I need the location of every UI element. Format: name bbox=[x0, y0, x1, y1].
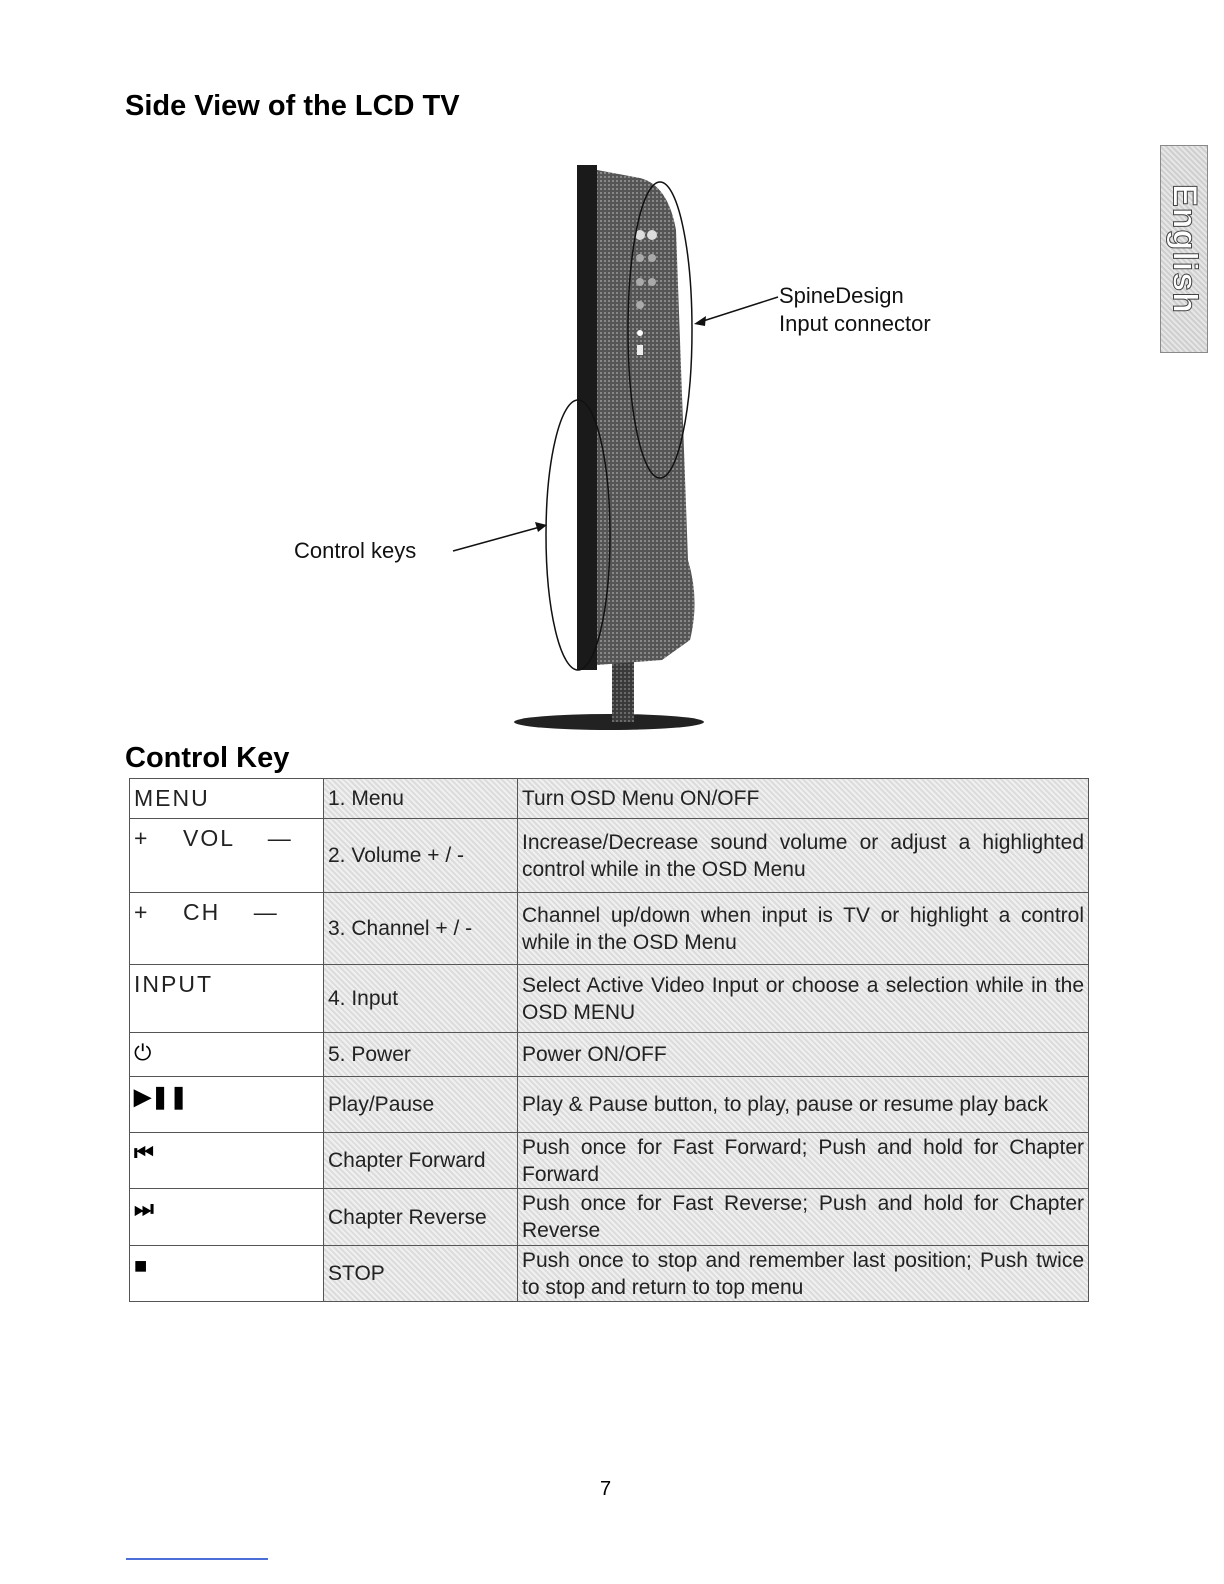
key-cell: + CH — bbox=[129, 892, 324, 965]
section-title-control-key: Control Key bbox=[125, 742, 290, 774]
function-description-cell: Push once for Fast Forward; Push and hol… bbox=[517, 1132, 1089, 1189]
language-tab: English bbox=[1160, 145, 1208, 353]
key-cell: + VOL — bbox=[129, 818, 324, 893]
table-row: MENU 1. Menu Turn OSD Menu ON/OFF bbox=[129, 778, 1089, 819]
table-row: ⏻ 5. Power Power ON/OFF bbox=[129, 1032, 1089, 1077]
spine-design-label: SpineDesign bbox=[779, 283, 904, 308]
control-key-table: MENU 1. Menu Turn OSD Menu ON/OFF + VOL … bbox=[129, 778, 1089, 1302]
function-description-cell: Push once for Fast Reverse; Push and hol… bbox=[517, 1188, 1089, 1246]
key-cell: ⏻ bbox=[129, 1032, 324, 1077]
function-name-cell: Chapter Forward bbox=[323, 1132, 518, 1189]
function-name-cell: Play/Pause bbox=[323, 1076, 518, 1133]
stop-icon: ■ bbox=[134, 1253, 148, 1278]
key-label: MENU bbox=[134, 785, 210, 811]
chapter-forward-icon: ⏮ bbox=[134, 1140, 154, 1165]
control-keys-label: Control keys bbox=[294, 538, 417, 563]
function-name-cell: 4. Input bbox=[323, 964, 518, 1033]
table-row: + VOL — 2. Volume + / - Increase/Decreas… bbox=[129, 818, 1089, 893]
table-row: INPUT 4. Input Select Active Video Input… bbox=[129, 964, 1089, 1033]
control-keys-ellipse bbox=[545, 399, 611, 671]
function-description-cell: Channel up/down when input is TV or high… bbox=[517, 892, 1089, 965]
key-cell: MENU bbox=[129, 778, 324, 819]
function-description-cell: Increase/Decrease sound volume or adjust… bbox=[517, 818, 1089, 893]
function-description-cell: Push once to stop and remember last posi… bbox=[517, 1245, 1089, 1302]
function-description-cell: Power ON/OFF bbox=[517, 1032, 1089, 1077]
function-description-cell: Play & Pause button, to play, pause or r… bbox=[517, 1076, 1089, 1133]
function-name-cell: 5. Power bbox=[323, 1032, 518, 1077]
input-connector-label: Input connector bbox=[779, 311, 931, 336]
key-cell: ■ bbox=[129, 1245, 324, 1302]
play-pause-icon: ▶❚❚ bbox=[134, 1084, 188, 1109]
key-cell: ⏮ bbox=[129, 1132, 324, 1189]
table-row: ⏭ Chapter Reverse Push once for Fast Rev… bbox=[129, 1188, 1089, 1246]
input-connector-ellipse bbox=[627, 181, 693, 479]
footer-divider bbox=[126, 1558, 268, 1560]
key-label: + VOL — bbox=[134, 825, 293, 851]
function-name-cell: 3. Channel + / - bbox=[323, 892, 518, 965]
table-row: ⏮ Chapter Forward Push once for Fast For… bbox=[129, 1132, 1089, 1189]
function-description-cell: Turn OSD Menu ON/OFF bbox=[517, 778, 1089, 819]
tv-stand-base bbox=[514, 714, 704, 730]
function-description-cell: Select Active Video Input or choose a se… bbox=[517, 964, 1089, 1033]
table-row: ▶❚❚ Play/Pause Play & Pause button, to p… bbox=[129, 1076, 1089, 1133]
tv-side-view-illustration bbox=[452, 165, 779, 730]
key-label: INPUT bbox=[134, 971, 213, 997]
tv-front-panel bbox=[577, 165, 597, 670]
key-label: + CH — bbox=[134, 899, 279, 925]
tv-back-body bbox=[597, 170, 695, 665]
function-name-cell: 1. Menu bbox=[323, 778, 518, 819]
key-cell: ▶❚❚ bbox=[129, 1076, 324, 1133]
table-row: ■ STOP Push once to stop and remember la… bbox=[129, 1245, 1089, 1302]
key-cell: ⏭ bbox=[129, 1188, 324, 1246]
chapter-reverse-icon: ⏭ bbox=[134, 1196, 154, 1221]
table-row: + CH — 3. Channel + / - Channel up/down … bbox=[129, 892, 1089, 965]
power-icon: ⏻ bbox=[134, 1040, 152, 1065]
function-name-cell: STOP bbox=[323, 1245, 518, 1302]
page-title: Side View of the LCD TV bbox=[125, 90, 460, 122]
function-name-cell: 2. Volume + / - bbox=[323, 818, 518, 893]
function-name-cell: Chapter Reverse bbox=[323, 1188, 518, 1246]
key-cell: INPUT bbox=[129, 964, 324, 1033]
page-number: 7 bbox=[600, 1478, 612, 1500]
